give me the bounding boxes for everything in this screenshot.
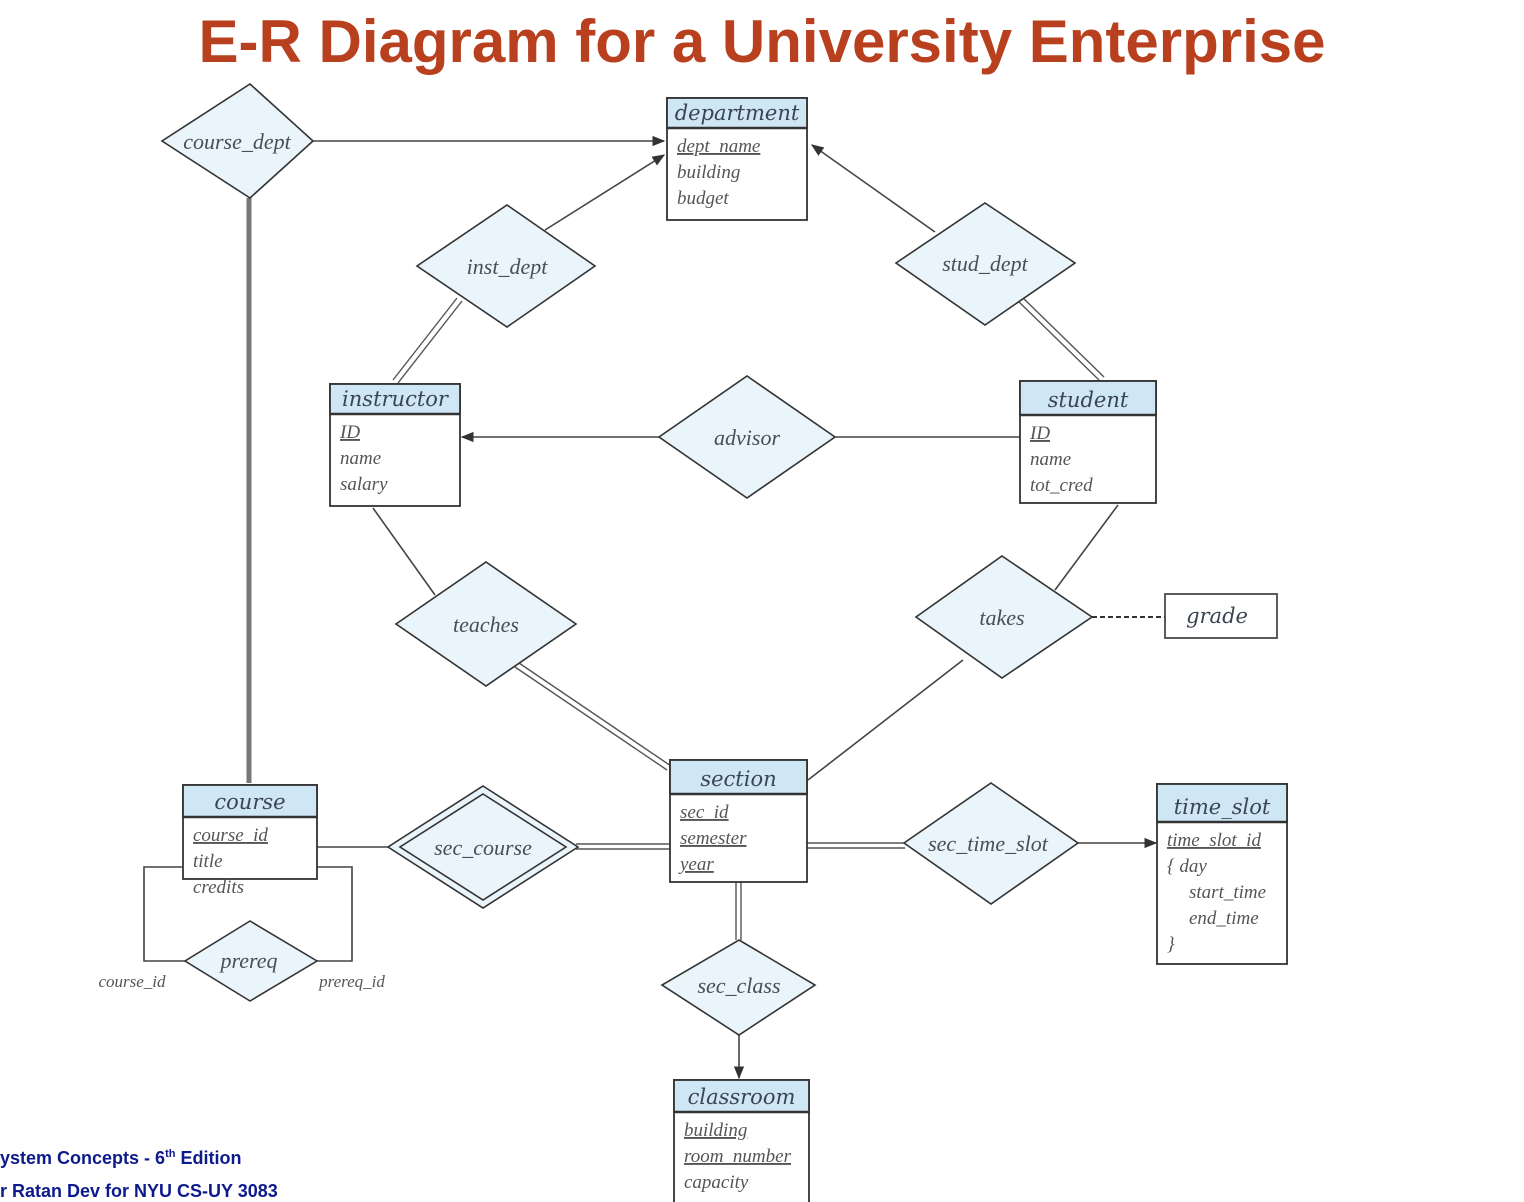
line-prereq-prereq-id [316, 866, 353, 962]
entity-name: time_slot [1174, 795, 1271, 819]
entity-name: classroom [688, 1085, 796, 1109]
entity-name: instructor [342, 387, 450, 411]
svg-text:takes: takes [979, 605, 1024, 630]
attribute: capacity [684, 1172, 749, 1193]
line-section-sec-course [576, 843, 671, 850]
relationship-sec-class[interactable]: sec_class [660, 939, 817, 1036]
footer-credit: r Ratan Dev for NYU CS-UY 3083 [0, 1181, 278, 1201]
attribute: salary [340, 474, 388, 495]
entity-header [329, 383, 461, 415]
line-inst-dept-instructor [392, 297, 463, 384]
line-stud-dept-department [810, 144, 936, 233]
entity-time-slot[interactable]: time_slot time_slot_id { day start_time end_… [1156, 783, 1288, 965]
relationship-teaches[interactable]: teaches [394, 561, 578, 687]
entity-header [669, 759, 808, 795]
svg-text:course_dept: course_dept [183, 129, 291, 154]
primary-key-attribute: year [678, 854, 714, 875]
primary-key-attribute: dept_name [677, 136, 760, 157]
relationship-sec-time-slot[interactable]: sec_time_slot [902, 782, 1080, 905]
entity-header [1156, 783, 1288, 823]
entity-header [666, 97, 808, 129]
primary-key-attribute: ID [1029, 423, 1050, 444]
primary-key-attribute: room_number [684, 1146, 792, 1167]
entity-department[interactable]: department dept_name building budget [666, 97, 808, 221]
line-takes-section [807, 659, 964, 781]
entity-header [1019, 380, 1157, 416]
attribute: building [677, 162, 740, 183]
primary-key-attribute: course_id [193, 825, 268, 846]
entity-section[interactable]: section sec_id semester year [669, 759, 808, 883]
svg-text:stud_dept: stud_dept [942, 251, 1028, 276]
svg-text:advisor: advisor [714, 425, 780, 450]
primary-key-attribute: ID [339, 422, 360, 443]
svg-text:sec_course: sec_course [434, 835, 532, 860]
relationship-attribute-grade[interactable]: grade [1164, 593, 1278, 639]
attribute: name [1030, 449, 1071, 470]
entity-header [673, 1079, 810, 1113]
line-section-sec-time-slot [806, 842, 905, 849]
primary-key-attribute: building [684, 1120, 747, 1141]
line-section-sec-class [735, 878, 742, 940]
role-label-prereq-id: prereq_id [318, 972, 385, 991]
attribute: end_time [1189, 908, 1259, 929]
relationship-takes[interactable]: takes [914, 555, 1094, 679]
attribute: tot_cred [1030, 475, 1093, 496]
footer-book-title-text: ystem Concepts - 6 [0, 1148, 166, 1168]
attribute: name [340, 448, 381, 469]
primary-key-attribute: semester [680, 828, 747, 849]
attribute: start_time [1189, 882, 1266, 903]
entity-name: department [675, 101, 800, 125]
relationship-prereq[interactable]: prereq [183, 920, 319, 1002]
entity-name: section [700, 767, 776, 791]
primary-key-attribute: time_slot_id [1167, 830, 1261, 851]
entity-name: student [1048, 388, 1129, 412]
entity-name: course [214, 790, 285, 814]
svg-text:grade: grade [1186, 604, 1248, 628]
footer-superscript: th [165, 1148, 176, 1160]
footer-edition: Edition [175, 1148, 242, 1168]
relationship-course-dept[interactable]: course_dept [160, 82, 315, 200]
attribute: } [1167, 934, 1175, 955]
svg-text:prereq: prereq [218, 948, 277, 973]
relationship-advisor[interactable]: advisor [657, 375, 837, 499]
entity-classroom[interactable]: classroom building room_number capacity [673, 1079, 810, 1202]
primary-key-attribute: sec_id [680, 802, 729, 823]
svg-text:sec_class: sec_class [697, 973, 780, 998]
relationship-stud-dept[interactable]: stud_dept [894, 202, 1077, 326]
line-stud-dept-student [1016, 295, 1105, 381]
entity-header [182, 784, 318, 818]
svg-text:inst_dept: inst_dept [467, 254, 549, 279]
attribute: budget [677, 188, 729, 209]
relationship-inst-dept[interactable]: inst_dept [415, 204, 597, 328]
role-label-course-id: course_id [98, 972, 166, 991]
svg-text:sec_time_slot: sec_time_slot [928, 831, 1049, 856]
attribute: { day [1167, 856, 1207, 877]
slide-title: E-R Diagram for a University Enterprise [198, 8, 1326, 75]
line-student-takes [1054, 504, 1119, 591]
attribute: title [193, 851, 223, 872]
line-prereq-course-id [143, 866, 188, 962]
line-instructor-teaches [372, 507, 436, 596]
relationship-sec-course[interactable]: sec_course [386, 785, 580, 909]
line-inst-dept-department [544, 154, 666, 231]
svg-text:teaches: teaches [453, 612, 519, 637]
footer-book-title: ystem Concepts - 6th Edition [0, 1148, 241, 1169]
attribute: credits [193, 877, 244, 898]
line-teaches-section [514, 662, 672, 771]
